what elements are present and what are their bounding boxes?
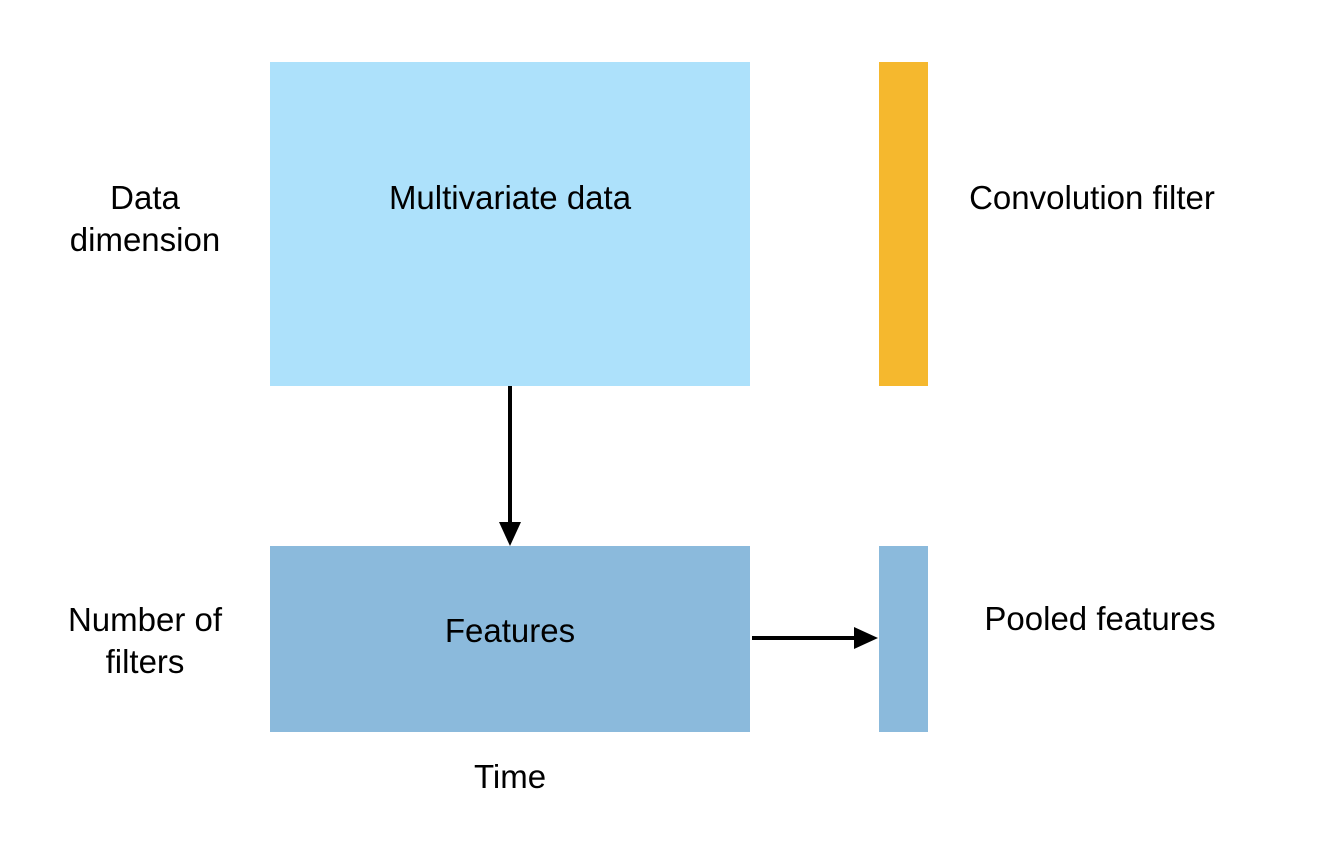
data-dimension-line-2: dimension bbox=[69, 221, 221, 258]
time-label: Time bbox=[473, 758, 547, 795]
pooled-features-bar bbox=[879, 546, 928, 732]
arrow-down bbox=[499, 386, 521, 546]
convolution-filter-bar bbox=[879, 62, 928, 386]
convolution-filter-label: Convolution filter bbox=[969, 179, 1215, 216]
features-box: Features bbox=[270, 546, 750, 732]
number-of-filters-line-2: filters bbox=[105, 643, 185, 680]
arrow-right bbox=[752, 627, 878, 649]
arrow-right-head bbox=[854, 627, 878, 649]
arrow-down-head bbox=[499, 522, 521, 546]
number-of-filters-line-1: Number of bbox=[67, 601, 223, 638]
multivariate-data-label: Multivariate data bbox=[388, 179, 632, 216]
data-dimension-line-1: Data bbox=[110, 179, 180, 216]
number-of-filters-label: Number of filters bbox=[40, 599, 250, 683]
features-label: Features bbox=[444, 612, 576, 649]
multivariate-data-box: Multivariate data bbox=[270, 62, 750, 386]
data-dimension-label: Data dimension bbox=[40, 177, 250, 261]
pooled-features-label: Pooled features bbox=[984, 600, 1216, 637]
